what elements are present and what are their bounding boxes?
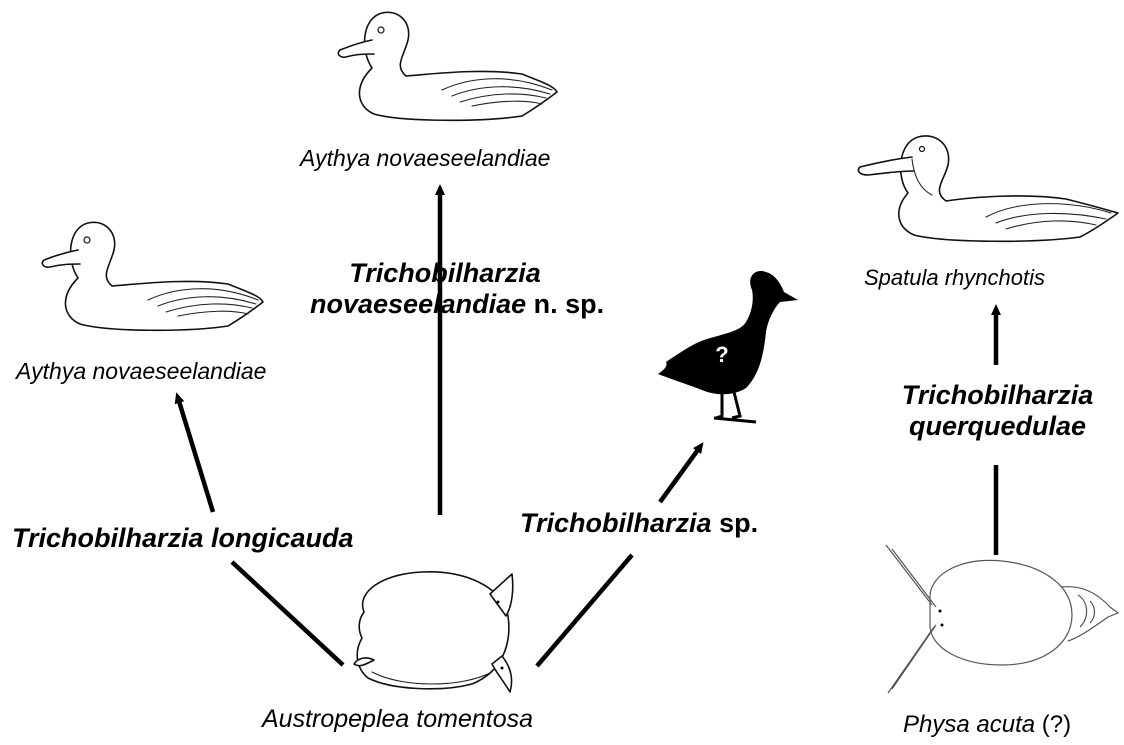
top-duck-label: Aythya novaeseelandiae (300, 145, 550, 171)
unknown-bird-silhouette: ? (658, 271, 798, 422)
austropeplea-snail-illustration (354, 572, 513, 692)
austropeplea-label: Austropeplea tomentosa (262, 705, 533, 734)
parasite-novae-species: novaeseelandiae (310, 289, 526, 319)
parasite-sp-suffix: sp. (719, 508, 758, 538)
arrow-to-unknown-bird (660, 447, 700, 502)
physa-uncertain-mark: (?) (1042, 711, 1071, 738)
line-snail-to-sp (537, 555, 632, 666)
parasite-novae-suffix: n. sp. (534, 289, 605, 319)
line-left-to-snail (232, 562, 343, 665)
parasite-querq-genus: Trichobilharzia (902, 380, 1094, 410)
parasite-sp: Trichobilharzia sp. (520, 508, 758, 539)
parasite-querquedulae: Trichobilharzia querquedulae (885, 380, 1110, 442)
right-duck-label: Spatula rhynchotis (864, 265, 1045, 290)
parasite-longicauda-name: Trichobilharzia longicauda (12, 523, 354, 553)
parasite-novae-genus: Trichobilharzia (349, 258, 541, 288)
right-duck-illustration (858, 136, 1118, 241)
top-duck-illustration (338, 12, 557, 120)
arrow-to-left-duck (178, 398, 213, 512)
parasite-novaeseelandiae: Trichobilharzia novaeseelandiae n. sp. (310, 258, 580, 320)
parasite-longicauda: Trichobilharzia longicauda (12, 523, 354, 554)
physa-label: Physa acuta (?) (903, 711, 1071, 739)
parasite-sp-genus: Trichobilharzia (520, 508, 712, 538)
physa-snail-illustration (886, 545, 1118, 693)
unknown-bird-question-mark: ? (715, 342, 728, 367)
left-duck-label: Aythya novaeseelandiae (16, 358, 266, 384)
parasite-querq-species: querquedulae (909, 411, 1086, 441)
physa-name: Physa acuta (903, 711, 1035, 738)
left-duck-illustration (42, 222, 263, 330)
